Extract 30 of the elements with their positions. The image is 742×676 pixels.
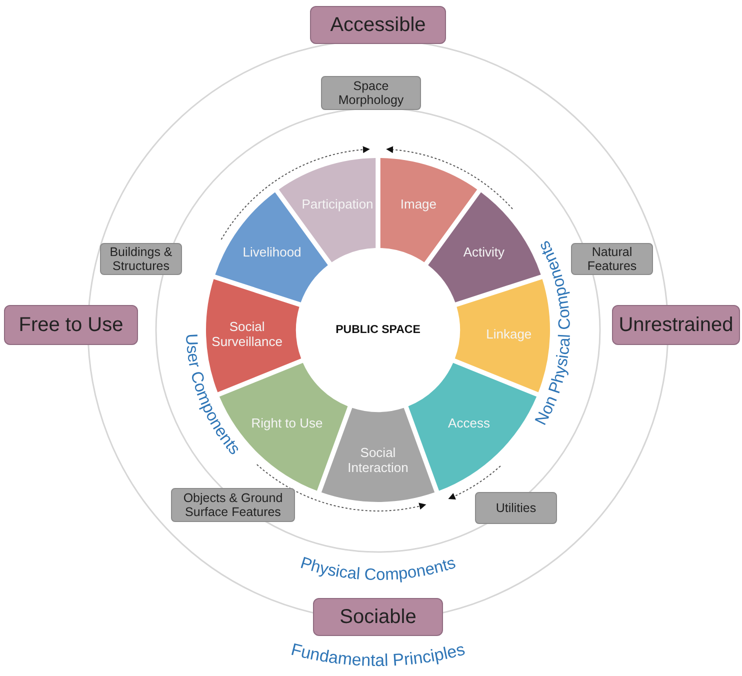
- segment-label: Activity: [462, 246, 506, 260]
- component-box: [475, 492, 557, 524]
- principle-box: [313, 598, 443, 636]
- principle-label: Unrestrained: [618, 314, 734, 336]
- principle-box: [310, 6, 446, 44]
- component-label: PUBLIC SPACE: [334, 324, 422, 336]
- principle-label: Accessible: [329, 14, 427, 36]
- principle-box: [4, 305, 138, 345]
- component-box: [321, 76, 421, 110]
- arc-label: Fundamental Principles: [289, 640, 467, 670]
- component-label: Buildings & Structures: [108, 244, 174, 274]
- component-box: [571, 243, 653, 275]
- segment-label: Linkage: [485, 327, 533, 342]
- arc-label: Physical Components: [298, 554, 458, 584]
- principle-label: Sociable: [338, 606, 418, 628]
- component-box: [171, 488, 295, 522]
- segment-label: Access: [447, 416, 491, 432]
- principle-label: Free to Use: [18, 314, 124, 336]
- segment-label: Livelihood: [242, 246, 302, 260]
- principle-box: [612, 305, 740, 345]
- component-label: Space Morphology: [337, 78, 405, 108]
- segment-label: Right to Use: [250, 416, 324, 432]
- component-label: Utilities: [494, 500, 538, 516]
- segment-label: Social Interaction: [346, 446, 410, 476]
- component-box: [100, 243, 182, 275]
- component-label: Natural Features: [586, 244, 638, 274]
- segment-label: Image: [399, 198, 438, 213]
- segment-label: Participation: [300, 198, 374, 213]
- segment-label: Social Surveillance: [210, 320, 284, 350]
- component-label: Objects & Ground Surface Features: [182, 490, 284, 520]
